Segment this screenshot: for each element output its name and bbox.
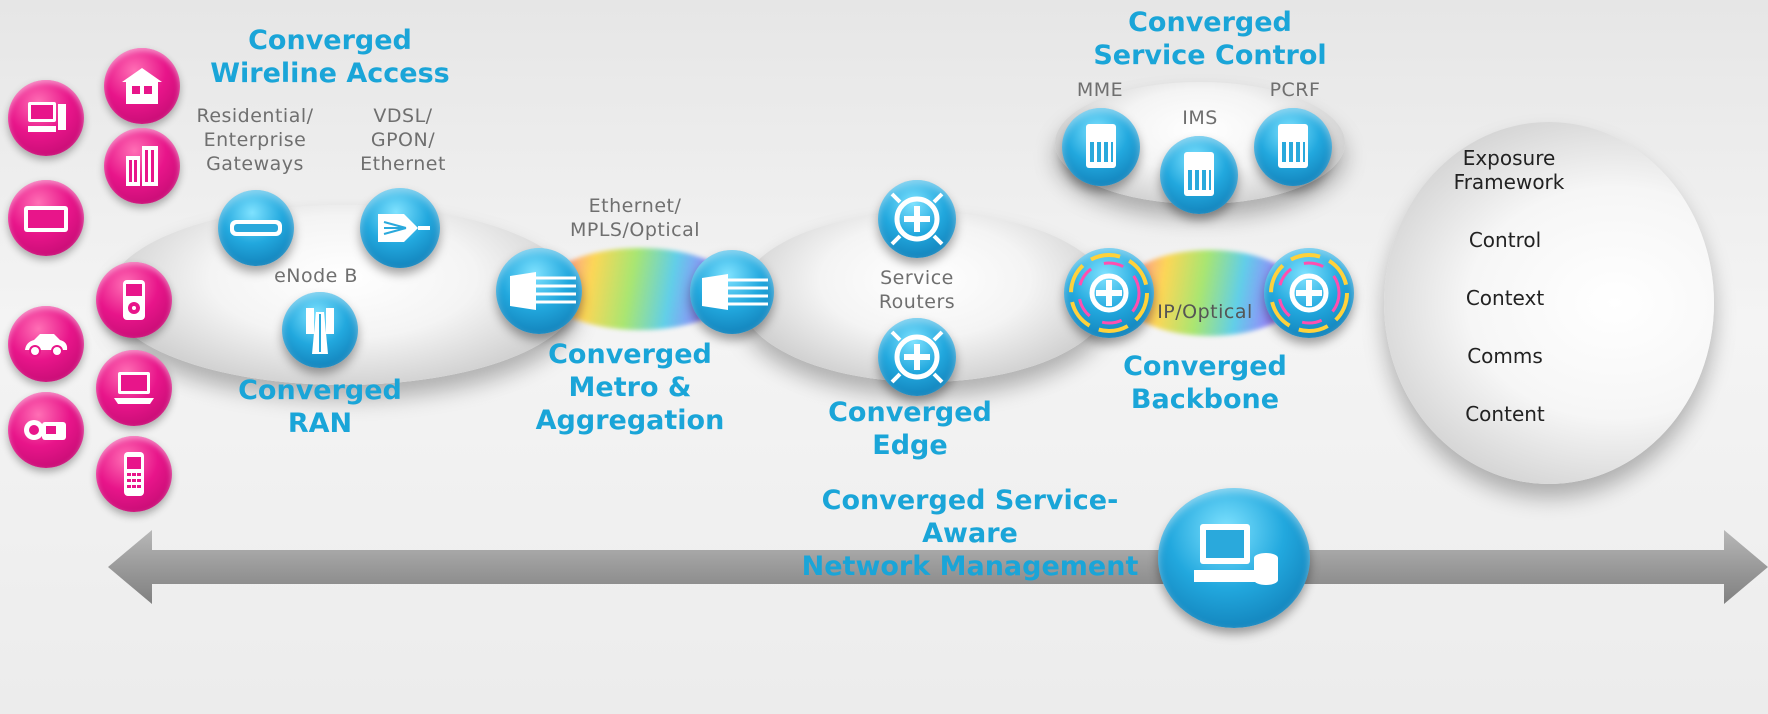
label-ip-optical: IP/Optical: [1157, 301, 1253, 323]
label-enodeb: eNode B: [274, 265, 358, 287]
label-pcrf: PCRF: [1269, 79, 1321, 101]
office-building-icon: [104, 128, 180, 204]
exposure-control-label: Control: [1468, 228, 1542, 252]
label-gateways: Residential/ Enterprise Gateways: [196, 105, 314, 175]
title-metro-aggregation: Converged Metro & Aggregation: [535, 339, 725, 436]
label-ethernet-mpls-optical: Ethernet/ MPLS/Optical: [569, 195, 700, 241]
metro-left-node-icon: [496, 248, 582, 334]
title-wireline-access: Converged Wireline Access: [210, 25, 450, 89]
service-router-top-icon: [878, 180, 956, 258]
flat-screen-tv-icon: [8, 180, 84, 256]
desktop-computer-icon: [8, 80, 84, 156]
house-icon: [104, 48, 180, 124]
label-vdsl-gpon-ethernet: VDSL/ GPON/ Ethernet: [360, 105, 446, 175]
exposure-context-label: Context: [1465, 286, 1545, 310]
label-service-routers: Service Routers: [878, 267, 956, 313]
enodeb-node-icon: [282, 292, 358, 368]
mme-server-icon: [1062, 108, 1140, 186]
video-camera-icon: [8, 392, 84, 468]
title-ran: Converged RAN: [238, 375, 402, 439]
backbone-left-router-icon: [1064, 248, 1154, 338]
car-icon: [8, 306, 84, 382]
title-backbone: Converged Backbone: [1123, 351, 1287, 415]
laptop-icon: [96, 350, 172, 426]
mobile-phone-icon: [96, 436, 172, 512]
service-router-bottom-icon: [878, 318, 956, 396]
access-mux-node-icon: [360, 188, 440, 268]
title-network-management: Converged Service-Aware Network Manageme…: [801, 485, 1139, 582]
metro-right-node-icon: [690, 250, 774, 334]
ims-server-icon: [1160, 136, 1238, 214]
management-arrow: [108, 530, 1768, 604]
exposure-disc: [1384, 122, 1714, 484]
media-player-icon: [96, 262, 172, 338]
title-service-control: Converged Service Control: [1093, 7, 1327, 71]
backbone-right-router-icon: [1264, 248, 1354, 338]
management-workstation-icon: [1158, 488, 1310, 628]
label-mme: MME: [1076, 79, 1124, 101]
gateway-node-icon: [218, 190, 294, 266]
title-edge: Converged Edge: [828, 397, 992, 461]
exposure-comms-label: Comms: [1467, 344, 1543, 368]
exposure-framework-label: Exposure Framework: [1453, 146, 1565, 194]
pcrf-server-icon: [1254, 108, 1332, 186]
exposure-content-label: Content: [1465, 402, 1545, 426]
label-ims: IMS: [1182, 107, 1218, 129]
